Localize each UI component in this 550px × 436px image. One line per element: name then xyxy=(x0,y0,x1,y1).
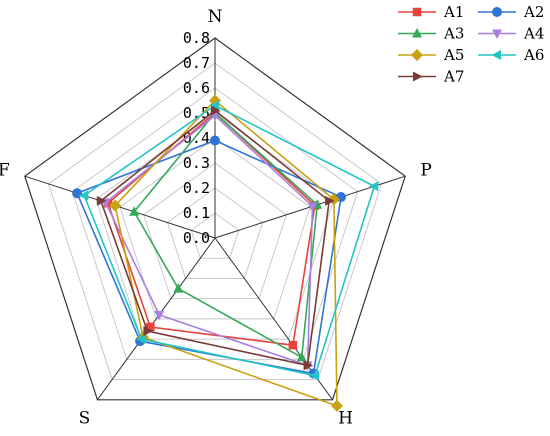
marker-triangle-right xyxy=(303,360,314,371)
series-line xyxy=(104,114,314,367)
marker-triangle-right xyxy=(413,71,423,82)
radar-series xyxy=(72,94,379,412)
marker-triangle-left xyxy=(78,190,89,201)
marker-diamond xyxy=(411,49,423,61)
axis-label: S xyxy=(79,409,91,429)
tick-label: 0.6 xyxy=(183,79,210,97)
marker-triangle-left xyxy=(209,100,219,111)
series-line xyxy=(99,109,330,367)
tick-label: 0.2 xyxy=(183,179,210,197)
axis-label: P xyxy=(420,160,431,180)
axis-spoke xyxy=(97,237,216,401)
series-line xyxy=(83,104,376,377)
axis-labels: N P H S F xyxy=(0,7,432,429)
tick-label: 0.3 xyxy=(183,154,210,172)
axis-label: N xyxy=(208,7,223,27)
series-a7 xyxy=(96,105,335,371)
marker-triangle-down xyxy=(154,310,165,321)
marker-triangle-up xyxy=(173,283,184,293)
grid-ring xyxy=(47,62,383,381)
legend-label: A5 xyxy=(443,46,464,64)
legend-item-a6: A6 xyxy=(478,46,544,64)
tick-label: 0.5 xyxy=(183,104,210,122)
legend-label: A3 xyxy=(443,25,464,43)
tick-label: 0.1 xyxy=(183,204,210,222)
legend-label: A7 xyxy=(443,68,464,86)
legend-label: A1 xyxy=(443,3,464,21)
legend-label: A2 xyxy=(523,3,544,21)
marker-diamond xyxy=(330,399,343,412)
marker-triangle-up xyxy=(129,206,140,216)
legend-label: A6 xyxy=(523,46,544,64)
grid-ring xyxy=(119,137,311,320)
legend-label: A4 xyxy=(523,25,544,43)
grid-ring xyxy=(71,87,359,360)
legend-item-a5: A5 xyxy=(398,46,464,64)
marker-triangle-down xyxy=(492,29,502,39)
radial-tick-labels: 0.00.10.20.30.40.50.60.70.8 xyxy=(183,29,210,247)
marker-triangle-up xyxy=(296,351,307,362)
marker-square xyxy=(146,322,155,332)
legend-item-a4: A4 xyxy=(478,25,544,43)
tick-label: 0.7 xyxy=(183,54,210,72)
marker-triangle-right xyxy=(143,326,153,337)
axis-label: H xyxy=(338,409,353,429)
legend-item-a7: A7 xyxy=(398,68,464,86)
marker-triangle-left xyxy=(136,334,146,345)
tick-label: 0.8 xyxy=(183,29,210,47)
series-line xyxy=(114,99,338,408)
legend-item-a3: A3 xyxy=(398,25,464,43)
marker-triangle-left xyxy=(368,181,379,192)
marker-circle xyxy=(210,135,220,146)
marker-circle xyxy=(492,7,502,17)
series-a6 xyxy=(78,100,379,381)
marker-triangle-up xyxy=(412,28,422,38)
grid-ring xyxy=(24,37,406,401)
grid-ring xyxy=(143,162,287,300)
series-line xyxy=(107,111,316,347)
legend-item-a1: A1 xyxy=(398,3,464,21)
marker-triangle-down xyxy=(307,202,318,212)
marker-triangle-right xyxy=(211,105,221,116)
marker-square xyxy=(412,7,422,17)
marker-triangle-left xyxy=(491,50,501,60)
axis-label: F xyxy=(0,160,10,180)
axis-spoke xyxy=(24,175,216,239)
marker-triangle-left xyxy=(309,370,319,381)
marker-triangle-right xyxy=(325,195,335,206)
marker-diamond xyxy=(109,199,122,212)
grid-ring xyxy=(166,187,264,279)
series-line xyxy=(133,111,319,359)
marker-circle xyxy=(72,188,83,199)
tick-label: 0.0 xyxy=(183,229,210,247)
legend-item-a2: A2 xyxy=(478,3,544,21)
marker-triangle-right xyxy=(96,195,107,206)
marker-square xyxy=(288,340,298,350)
grid-ring xyxy=(190,212,240,259)
